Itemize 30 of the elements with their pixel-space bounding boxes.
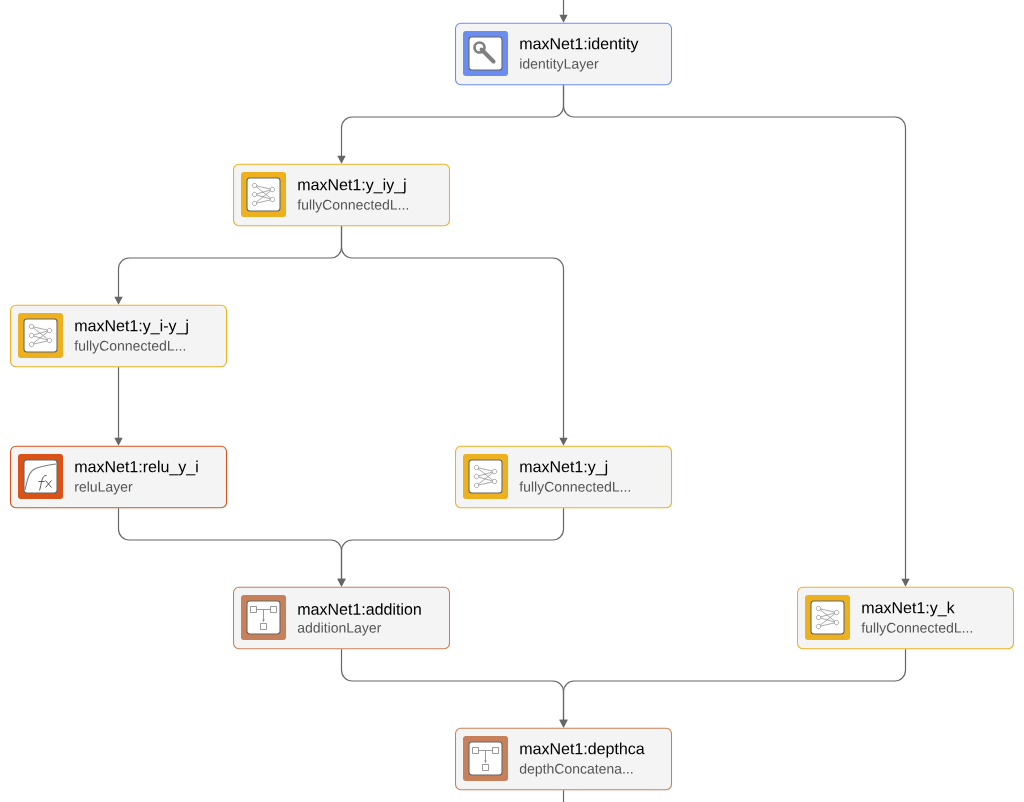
layer-box bbox=[796, 586, 1015, 650]
layer-type: fullyConnectedL... bbox=[519, 481, 631, 495]
layer-box bbox=[454, 727, 673, 791]
layer-name: maxNet1:identity bbox=[520, 37, 639, 53]
layer-box bbox=[9, 304, 228, 368]
arrow bbox=[337, 507, 565, 587]
arrow bbox=[340, 225, 568, 446]
layer-type: identityLayer bbox=[520, 58, 599, 72]
arrow bbox=[562, 84, 910, 587]
arrow bbox=[559, 648, 907, 728]
layer-name: maxNet1:relu_y_i bbox=[75, 460, 198, 476]
layer-box bbox=[232, 586, 451, 650]
layer-type: depthConcatena... bbox=[519, 763, 633, 777]
arrow bbox=[114, 366, 123, 446]
layer-name: maxNet1:y_k bbox=[862, 601, 955, 617]
layer-type: fullyConnectedL... bbox=[74, 340, 186, 354]
layer-name: maxNet1:addition bbox=[298, 603, 421, 615]
layer-name: maxNet1:y_i-y_j bbox=[75, 319, 188, 335]
layer-type: reluLayer bbox=[75, 481, 133, 495]
layer-type: additionLayer bbox=[297, 622, 382, 636]
layer-box bbox=[9, 445, 228, 509]
layer-type: fullyConnectedL... bbox=[861, 622, 973, 636]
layer-box bbox=[232, 163, 451, 227]
layer-box bbox=[454, 22, 673, 86]
layer-box bbox=[454, 445, 673, 509]
layer-name: maxNet1:y_iy_j bbox=[298, 178, 406, 194]
layer-type: fullyConnectedL... bbox=[297, 199, 409, 213]
arrow bbox=[559, 0, 568, 23]
layer-name: maxNet1:depthca bbox=[520, 742, 645, 758]
layer-name: maxNet1:y_j bbox=[520, 460, 608, 476]
